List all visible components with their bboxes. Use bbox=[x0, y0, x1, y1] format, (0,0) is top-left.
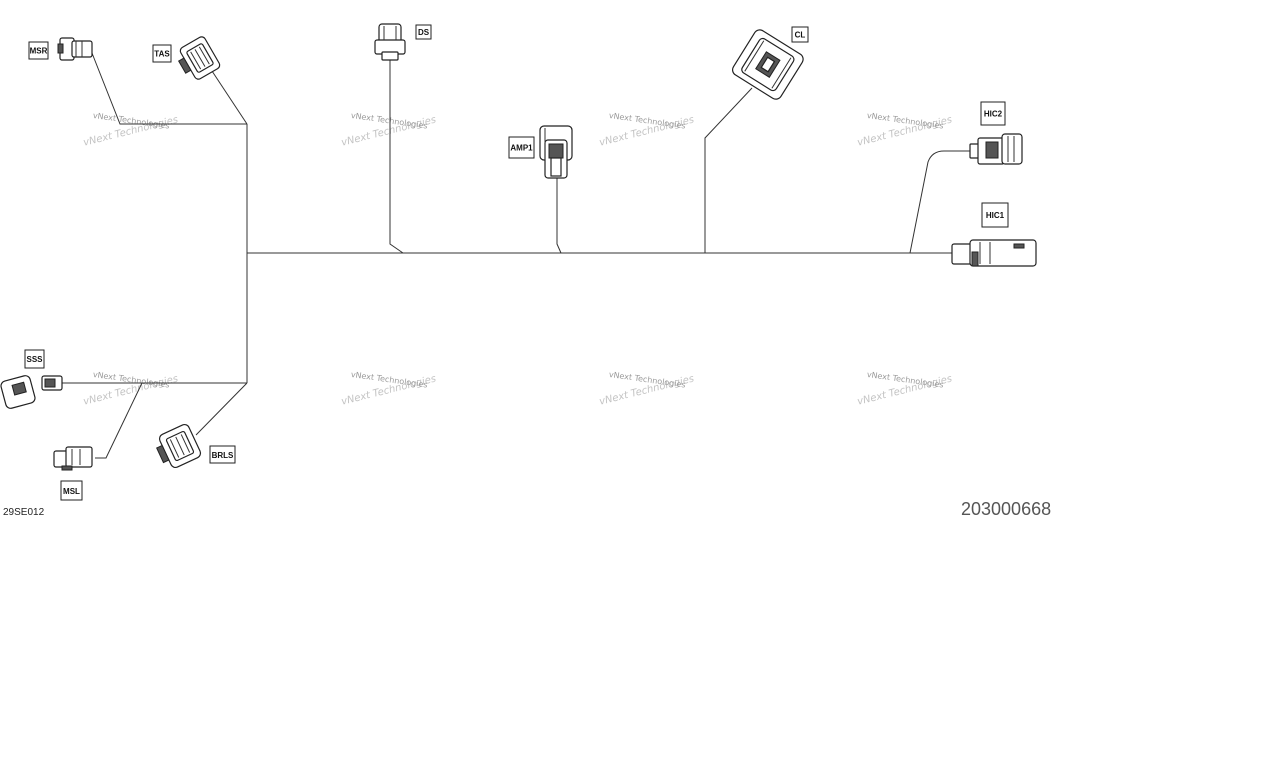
amp1-label: AMP1 bbox=[510, 144, 533, 153]
msl-plug-icon bbox=[53, 446, 93, 471]
ds-connector: DS bbox=[374, 23, 432, 61]
ds-tag bbox=[415, 24, 432, 40]
watermark: vNext Technologies vNext Technologies bbox=[82, 370, 179, 408]
tas-tag bbox=[152, 44, 172, 63]
ds-wire bbox=[389, 58, 404, 254]
cl-label: CL bbox=[795, 31, 806, 40]
hic2-wire bbox=[909, 150, 972, 254]
tas-plug-icon bbox=[177, 36, 221, 80]
cl-tag bbox=[791, 26, 809, 43]
sss-plug-icon bbox=[0, 375, 63, 409]
figure-code: 29SE012 bbox=[3, 507, 45, 518]
msr-plug-icon bbox=[57, 37, 93, 61]
msr-label: MSR bbox=[30, 47, 48, 56]
cl-connector: CL bbox=[731, 26, 809, 100]
cl-plug-icon bbox=[731, 29, 804, 100]
watermark: vNext Technologies vNext Technologies bbox=[856, 111, 953, 149]
msl-connector: MSL bbox=[53, 446, 93, 501]
sss-label: SSS bbox=[26, 355, 43, 364]
sss-connector: SSS bbox=[0, 349, 63, 409]
brls-wire bbox=[195, 382, 248, 436]
watermark: vNext Technologies vNext Technologies bbox=[82, 111, 179, 149]
watermark: vNext Technologies vNext Technologies bbox=[340, 370, 437, 408]
amp1-wire bbox=[556, 178, 562, 254]
brls-label: BRLS bbox=[212, 451, 234, 460]
harness-wires bbox=[62, 47, 972, 459]
brls-tag bbox=[209, 445, 236, 464]
sss-tag bbox=[24, 349, 45, 369]
msr-connector: MSR bbox=[28, 37, 93, 61]
ds-plug-icon bbox=[374, 23, 406, 61]
hic1-plug-icon bbox=[951, 239, 1037, 267]
hic1-tag bbox=[981, 202, 1009, 228]
msr-wire bbox=[89, 47, 247, 125]
tas-connector: TAS bbox=[152, 36, 221, 80]
msl-wire bbox=[95, 382, 143, 459]
brls-plug-icon bbox=[156, 423, 202, 469]
cl-wire bbox=[704, 87, 753, 253]
watermark: vNext Technologies vNext Technologies bbox=[598, 111, 695, 149]
hic2-tag bbox=[980, 101, 1006, 126]
hic2-plug-icon bbox=[969, 133, 1023, 165]
msl-label: MSL bbox=[63, 487, 80, 496]
hic2-label: HIC2 bbox=[984, 110, 1003, 119]
amp1-connector: AMP1 bbox=[508, 125, 573, 179]
tas-wire bbox=[209, 67, 248, 125]
watermark: vNext Technologies vNext Technologies bbox=[598, 370, 695, 408]
hic1-label: HIC1 bbox=[986, 211, 1005, 220]
amp1-plug-icon bbox=[539, 125, 573, 179]
msr-tag bbox=[28, 41, 49, 60]
tas-label: TAS bbox=[154, 50, 170, 59]
msl-tag bbox=[60, 480, 83, 501]
part-number: 203000668 bbox=[961, 499, 1051, 519]
hic1-connector: HIC1 bbox=[951, 202, 1037, 267]
watermark: vNext Technologies vNext Technologies bbox=[340, 111, 437, 149]
amp1-tag bbox=[508, 136, 535, 159]
ds-label: DS bbox=[418, 28, 430, 37]
watermark: vNext Technologies vNext Technologies bbox=[856, 370, 953, 408]
hic2-connector: HIC2 bbox=[969, 101, 1023, 165]
brls-connector: BRLS bbox=[156, 423, 236, 469]
